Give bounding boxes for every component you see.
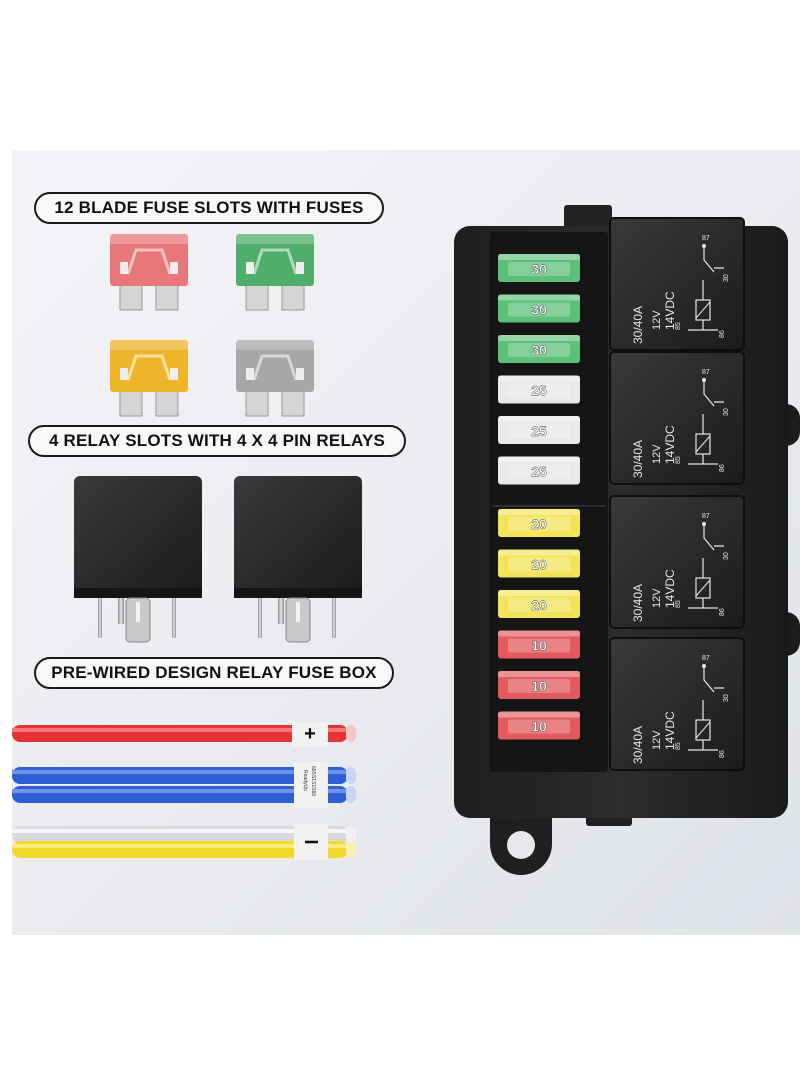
relay-voltage-top: 12V bbox=[651, 588, 663, 608]
loose-fuse bbox=[110, 340, 188, 417]
relay-voltage: 14VDC bbox=[663, 425, 677, 464]
loose-fuses bbox=[110, 234, 314, 417]
pin-85-label: 85 bbox=[675, 600, 682, 608]
pin-87-label: 87 bbox=[702, 369, 710, 376]
relay-current: 30/40A bbox=[631, 306, 645, 344]
fuse-rating: 10 bbox=[531, 638, 547, 654]
label-prewired: PRE-WIRED DESIGN RELAY FUSE BOX bbox=[34, 657, 394, 689]
relay-current: 30/40A bbox=[631, 440, 645, 478]
box-fuse: 30 bbox=[498, 254, 580, 282]
pin-30-label: 30 bbox=[723, 408, 730, 416]
loose-fuse bbox=[236, 340, 314, 417]
loose-relay-left bbox=[74, 476, 202, 643]
fuse-rating: 30 bbox=[531, 342, 547, 358]
fuse-rating: 20 bbox=[531, 516, 547, 532]
white-yellow-wires: I bbox=[12, 824, 356, 860]
fuse-rating: 30 bbox=[531, 261, 547, 277]
fuse-rating: 30 bbox=[531, 302, 547, 318]
box-fuse: 20 bbox=[498, 590, 580, 618]
relay-voltage-top: 12V bbox=[651, 310, 663, 330]
pin-86-label: 86 bbox=[719, 464, 726, 472]
fuse-rating: 20 bbox=[531, 597, 547, 613]
blue-wire-tag-1: ReadyUp bbox=[302, 770, 308, 791]
relay-voltage: 14VDC bbox=[663, 569, 677, 608]
pin-87-label: 87 bbox=[702, 655, 710, 662]
red-wire-tag: + bbox=[304, 723, 316, 745]
pin-85-label: 85 bbox=[675, 322, 682, 330]
label-fuse-slots: 12 BLADE FUSE SLOTS WITH FUSES bbox=[34, 192, 384, 224]
relay-current: 30/40A bbox=[631, 726, 645, 764]
pin-86-label: 86 bbox=[719, 608, 726, 616]
box-fuse: 25 bbox=[498, 456, 580, 485]
box-fuse: 25 bbox=[498, 375, 580, 404]
fuse-rating: 10 bbox=[531, 719, 547, 735]
fuse-rating: 25 bbox=[531, 423, 547, 439]
box-fuse: 10 bbox=[498, 630, 580, 659]
pin-86-label: 86 bbox=[719, 330, 726, 338]
relay-voltage-top: 12V bbox=[651, 730, 663, 750]
product-image: 12 BLADE FUSE SLOTS WITH FUSES 4 RELAY S… bbox=[12, 150, 800, 935]
relay-current: 30/40A bbox=[631, 584, 645, 622]
box-fuse: 30 bbox=[498, 294, 580, 323]
box-fuse: 10 bbox=[498, 711, 580, 740]
red-wire: + bbox=[12, 722, 356, 746]
pin-87-label: 87 bbox=[702, 235, 710, 242]
box-fuse-column: 30 30 30 25 25 25 20 20 20 10 10 10 bbox=[498, 254, 580, 740]
fuse-rating: 10 bbox=[531, 678, 547, 694]
box-fuse: 10 bbox=[498, 671, 580, 699]
box-fuse: 30 bbox=[498, 335, 580, 363]
blue-wires: ReadyUp 69SS1S1S69 bbox=[12, 762, 356, 808]
pin-85-label: 85 bbox=[675, 456, 682, 464]
loose-relay-right bbox=[234, 476, 362, 643]
fuse-rating: 25 bbox=[531, 383, 547, 399]
box-fuse: 25 bbox=[498, 416, 580, 444]
yellow-wire-tag: I bbox=[301, 839, 321, 844]
fuse-rating: 25 bbox=[531, 464, 547, 480]
pin-87-label: 87 bbox=[702, 513, 710, 520]
pin-86-label: 86 bbox=[719, 750, 726, 758]
loose-fuse bbox=[110, 234, 188, 311]
pin-30-label: 30 bbox=[723, 552, 730, 560]
product-illustration: + ReadyUp 69SS1S1S69 I bbox=[12, 205, 800, 875]
pin-30-label: 30 bbox=[723, 274, 730, 282]
blue-wire-tag-2: 69SS1S1S69 bbox=[310, 766, 316, 796]
box-fuse: 20 bbox=[498, 509, 580, 537]
relay-voltage: 14VDC bbox=[663, 291, 677, 330]
label-relay-slots: 4 RELAY SLOTS WITH 4 X 4 PIN RELAYS bbox=[28, 425, 406, 457]
box-fuse: 20 bbox=[498, 549, 580, 578]
loose-fuse bbox=[236, 234, 314, 311]
relay-voltage-top: 12V bbox=[651, 444, 663, 464]
pin-30-label: 30 bbox=[723, 694, 730, 702]
fuse-rating: 20 bbox=[531, 557, 547, 573]
relay-voltage: 14VDC bbox=[663, 711, 677, 750]
pin-85-label: 85 bbox=[675, 742, 682, 750]
